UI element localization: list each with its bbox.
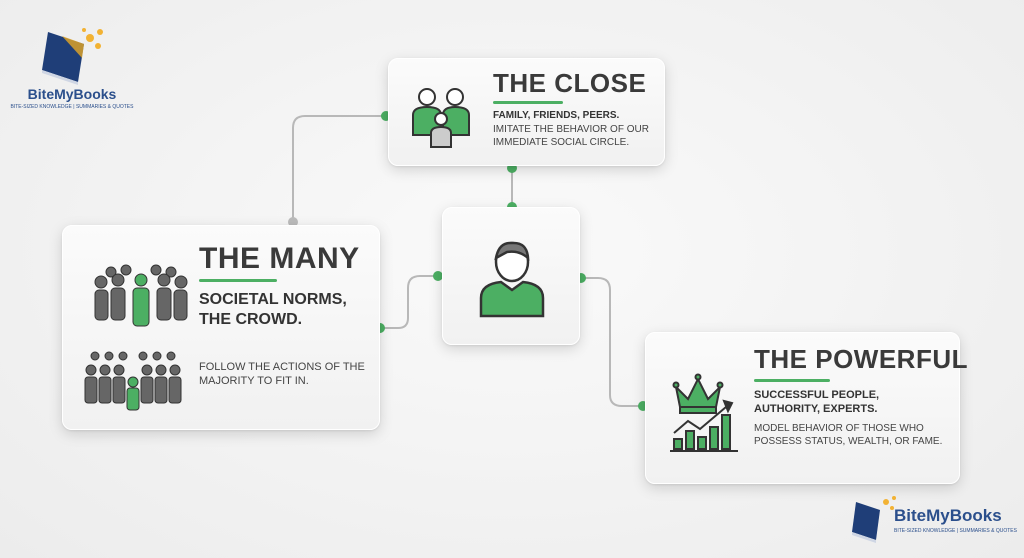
card-body: FOLLOW THE ACTIONS OF THE MAJORITY TO FI… xyxy=(199,361,365,387)
card-text: THE CLOSE FAMILY, FRIENDS, PEERS. IMITAT… xyxy=(493,69,661,149)
card-center-person xyxy=(442,207,580,345)
person-icon xyxy=(479,241,545,318)
card-text: THE MANY SOCIETAL NORMS, THE CROWD. FOLL… xyxy=(199,242,375,388)
card-the-many: THE MANY SOCIETAL NORMS, THE CROWD. FOLL… xyxy=(62,225,380,430)
connector-many-center xyxy=(380,275,438,329)
card-title: THE MANY xyxy=(199,242,360,275)
crowd-icon xyxy=(94,264,188,327)
card-title: THE POWERFUL xyxy=(754,344,968,374)
crowd-icon xyxy=(84,351,182,411)
brand-logo-top: BiteMyBooks BITE-SIZED KNOWLEDGE | SUMMA… xyxy=(8,24,136,111)
title-underline xyxy=(199,279,277,282)
connector-center-powerful xyxy=(580,277,643,407)
title-underline xyxy=(754,378,830,382)
brand-text: BiteMyBooks BITE-SIZED KNOWLEDGE | SUMMA… xyxy=(894,506,1017,535)
title-underline xyxy=(493,100,563,104)
brand-tagline: BITE-SIZED KNOWLEDGE | SUMMARIES & QUOTE… xyxy=(894,527,1017,534)
card-title: THE CLOSE xyxy=(493,68,647,98)
card-the-close: THE CLOSE FAMILY, FRIENDS, PEERS. IMITAT… xyxy=(388,58,665,166)
book-logo-icon xyxy=(852,496,896,543)
brand-logo-bottom: BiteMyBooks BITE-SIZED KNOWLEDGE | SUMMA… xyxy=(850,492,1020,548)
card-subtitle: FAMILY, FRIENDS, PEERS. xyxy=(493,109,620,121)
card-body: IMITATE THE BEHAVIOR OF OUR IMMEDIATE SO… xyxy=(493,123,649,148)
card-the-powerful: THE POWERFUL SUCCESSFUL PEOPLE, AUTHORIT… xyxy=(645,332,968,484)
family-icon xyxy=(412,88,470,148)
card-text: THE POWERFUL SUCCESSFUL PEOPLE, AUTHORIT… xyxy=(754,345,968,448)
brand-name: BiteMyBooks xyxy=(27,86,117,102)
card-subtitle: SOCIETAL NORMS, THE CROWD. xyxy=(199,291,347,328)
brand-tagline: BITE-SIZED KNOWLEDGE | SUMMARIES & QUOTE… xyxy=(10,104,134,111)
brand-name: BiteMyBooks xyxy=(894,506,1002,525)
crown-chart-icon xyxy=(670,373,738,452)
connector-dot xyxy=(288,217,298,227)
card-subtitle: SUCCESSFUL PEOPLE, AUTHORITY, EXPERTS. xyxy=(754,388,880,415)
book-logo-icon xyxy=(42,28,103,85)
connector-many-close xyxy=(292,115,386,222)
card-body: MODEL BEHAVIOR OF THOSE WHO POSSESS STAT… xyxy=(754,422,943,447)
connector-dot xyxy=(433,271,443,281)
